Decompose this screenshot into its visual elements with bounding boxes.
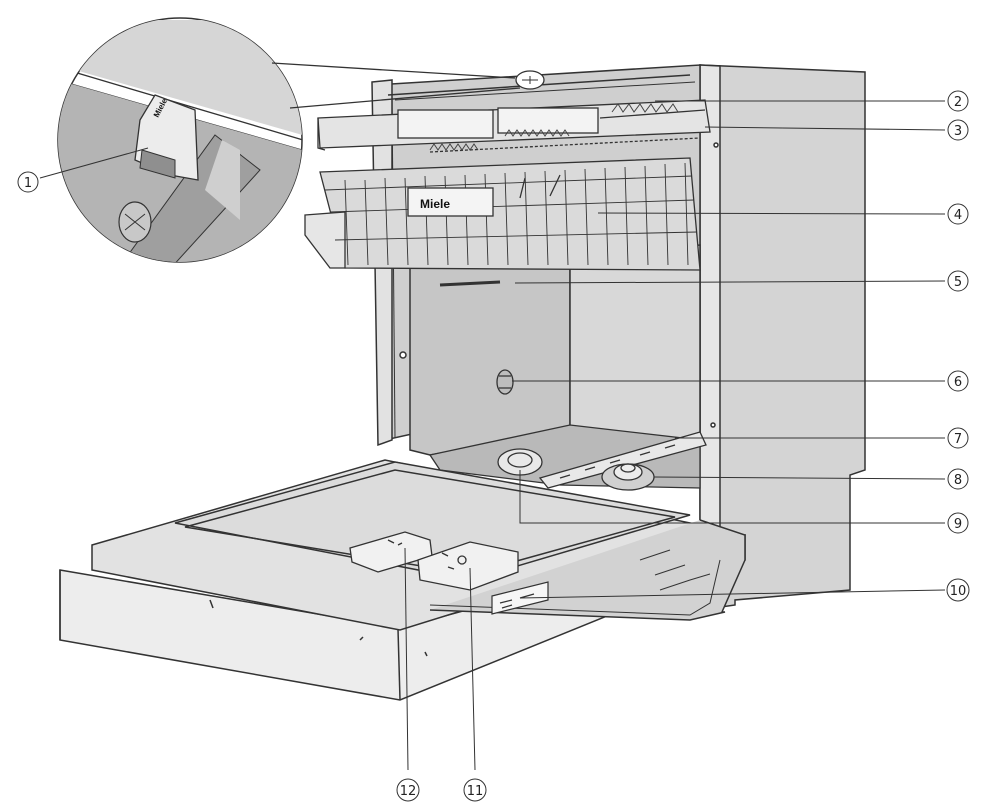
latch-inset: Miele <box>57 17 303 263</box>
callout-markers: 1 2 3 4 5 6 7 8 <box>17 90 970 802</box>
callout-6: 6 <box>947 370 969 392</box>
leader-4 <box>597 212 946 215</box>
leader-11 <box>469 567 476 771</box>
callout-3: 3 <box>947 119 969 141</box>
upper-basket <box>304 157 701 287</box>
callout-7-label: 7 <box>954 432 962 447</box>
lower-spray-arm <box>538 431 707 489</box>
filter-bottom <box>428 369 707 491</box>
callout-8-label: 8 <box>954 473 962 488</box>
callout-2-label: 2 <box>954 95 962 110</box>
dishwasher-door <box>59 459 746 701</box>
callout-12-label: 12 <box>400 784 417 799</box>
callout-7: 7 <box>947 427 969 449</box>
callout-2: 2 <box>947 90 969 112</box>
callout-4-label: 4 <box>954 208 962 223</box>
tray-contents <box>429 103 679 151</box>
callout-11: 11 <box>463 778 487 802</box>
callout-8: 8 <box>947 468 969 490</box>
interior-back-wall <box>409 254 571 456</box>
upper-spray-arm <box>439 280 501 287</box>
callout-6-label: 6 <box>954 375 962 390</box>
tray-handle-left <box>397 109 494 139</box>
leader-10 <box>519 589 946 599</box>
basket-logo-plate <box>407 187 494 217</box>
callout-10: 10 <box>946 578 970 602</box>
leader-12 <box>404 547 409 771</box>
callout-1-label: 1 <box>24 176 32 191</box>
callout-9-label: 9 <box>954 517 962 532</box>
rinse-aid-reservoir <box>417 541 519 591</box>
leader-9 <box>519 470 945 524</box>
tray-handle-right <box>497 107 599 134</box>
inset-connector-lines <box>271 62 545 109</box>
callout-12: 12 <box>396 778 420 802</box>
callout-9: 9 <box>947 512 969 534</box>
callout-5: 5 <box>947 270 969 292</box>
callout-10-label: 10 <box>950 584 967 599</box>
callout-11-label: 11 <box>467 784 484 799</box>
callout-3-label: 3 <box>954 124 962 139</box>
interior-right-wall <box>569 244 701 441</box>
callout-1: 1 <box>17 171 39 193</box>
leader-8 <box>653 476 946 480</box>
leader-3 <box>704 126 946 131</box>
callout-4: 4 <box>947 203 969 225</box>
leader-5 <box>514 280 946 284</box>
basket-logo: Miele <box>420 197 450 211</box>
water-inlet <box>496 369 514 395</box>
leader-lines <box>39 100 946 771</box>
callout-5-label: 5 <box>954 275 962 290</box>
leader-1 <box>39 147 149 179</box>
